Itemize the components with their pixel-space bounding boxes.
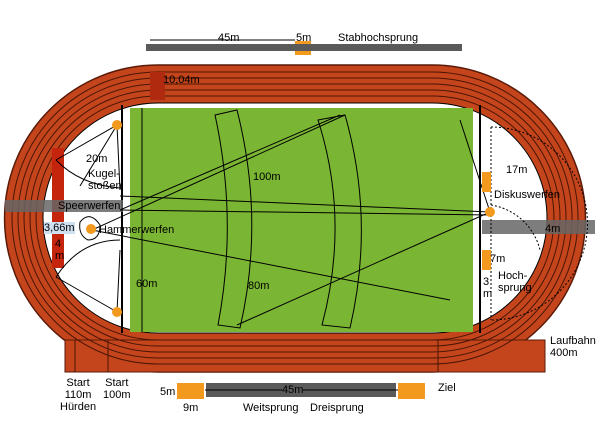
start-100m-label: Start 100m xyxy=(103,377,131,401)
jump-pit-width-label: 5m xyxy=(160,386,176,398)
high-jump-label: Hoch- sprung xyxy=(498,270,532,294)
javelin-runway xyxy=(5,200,123,212)
lane-4m-label: 4m xyxy=(545,223,561,235)
track-length-label: Laufbahn 400m xyxy=(550,335,596,359)
jump-pit-length-label: 9m xyxy=(183,402,199,414)
shot-radius-label: 20m xyxy=(86,153,108,165)
track-width-label: 10,04m xyxy=(163,74,200,86)
pole-vault-label: Stabhochsprung xyxy=(338,32,419,44)
triple-jump-label: Dreisprung xyxy=(310,402,364,414)
pole-vault-pit-label: 5m xyxy=(296,32,312,44)
short-throw-label: 80m xyxy=(248,280,270,292)
start-110m-hurdles-label: Start 110m Hürden xyxy=(60,377,97,413)
lane-4m-runway xyxy=(482,220,595,234)
hammer-label: Hammerwerfen xyxy=(99,224,175,236)
track-width-marker xyxy=(150,72,165,100)
long-jump-label: Weitsprung xyxy=(243,402,299,414)
javelin-label: Speerwerfen xyxy=(58,200,121,212)
grass-field xyxy=(130,108,473,332)
finish-label: Ziel xyxy=(438,382,456,394)
discus-label: Diskuswerfen xyxy=(494,189,561,201)
shot-put-label: Kugel- stoßen xyxy=(88,168,122,192)
high-jump-depth-label: 7m xyxy=(490,253,506,265)
high-jump-width-label: 3 m xyxy=(483,276,493,300)
discus-radius-label: 17m xyxy=(506,164,528,176)
field-width-label: 60m xyxy=(136,278,158,290)
long-throw-label: 100m xyxy=(253,171,281,183)
water-jump-label: 3,66m xyxy=(44,222,75,234)
water-width-label: 4 m xyxy=(55,238,65,262)
pole-vault-runway xyxy=(146,44,462,51)
pole-vault-runway-label: 45m xyxy=(218,32,240,44)
jump-runway-label: 45m xyxy=(282,384,304,396)
